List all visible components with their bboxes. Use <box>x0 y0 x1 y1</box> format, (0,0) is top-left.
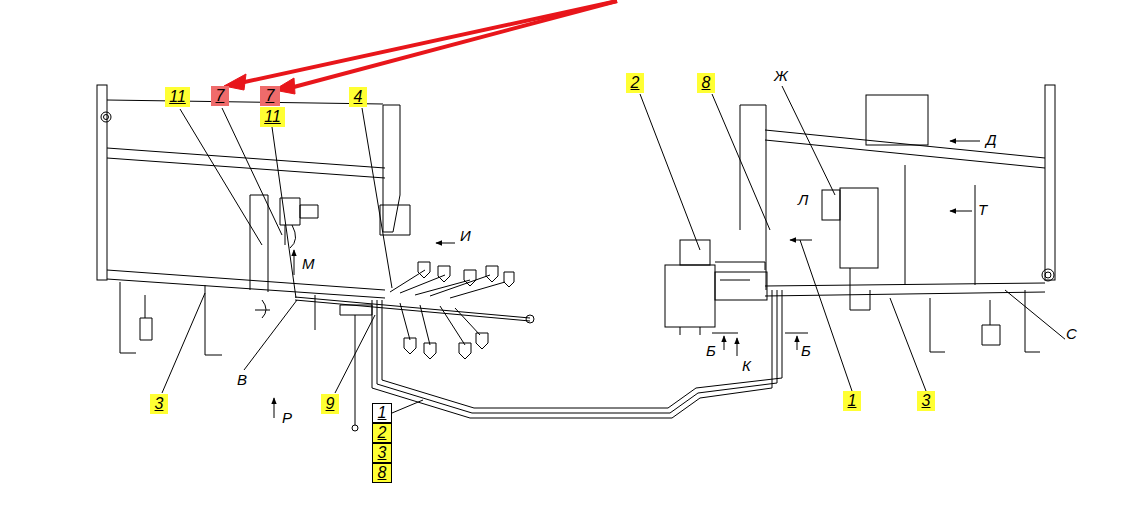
callout-number: 1 <box>848 392 857 410</box>
callout-box: 2 <box>626 73 644 93</box>
view-letter: Д <box>985 132 998 148</box>
view-letter: К <box>741 358 752 374</box>
view-letter: М <box>301 256 316 272</box>
callout-number: 1 <box>378 404 387 422</box>
view-letter: В <box>236 372 248 388</box>
callout-box: 2 <box>372 423 392 443</box>
view-letter: Л <box>797 192 809 208</box>
callout-box: 7 <box>260 86 280 106</box>
view-letter: Т <box>977 202 988 218</box>
callout-number: 4 <box>354 88 363 106</box>
callout-box: 1 <box>372 403 392 423</box>
callout-number: 11 <box>169 88 186 106</box>
view-letter: С <box>1065 326 1078 342</box>
callout-box: 8 <box>697 73 715 93</box>
callout-box: 11 <box>165 87 190 107</box>
callout-box: 4 <box>349 87 367 107</box>
callout-number: 2 <box>631 74 640 92</box>
view-letter: Ж <box>773 68 789 84</box>
callout-number: 8 <box>702 74 711 92</box>
callout-box: 9 <box>321 394 339 414</box>
callout-box: 7 <box>211 86 229 106</box>
callout-number: 8 <box>378 464 387 482</box>
view-letter: Б <box>705 343 717 359</box>
callout-box: 1 <box>843 391 861 411</box>
callout-number: 3 <box>378 444 387 462</box>
view-letter: Б <box>800 343 812 359</box>
callout-number: 3 <box>922 392 931 410</box>
callout-number: 7 <box>266 87 275 105</box>
callout-number: 9 <box>326 395 335 413</box>
callout-box: 3 <box>372 443 392 463</box>
callout-box: 11 <box>260 107 285 127</box>
callout-number: 7 <box>216 87 225 105</box>
callout-box: 8 <box>372 463 392 483</box>
callout-number: 3 <box>155 395 164 413</box>
view-letter: И <box>459 228 472 244</box>
view-letter: Р <box>281 410 293 426</box>
callout-number: 11 <box>264 108 281 126</box>
callout-box: 3 <box>150 394 168 414</box>
callout-number: 2 <box>378 424 387 442</box>
callout-box: 3 <box>917 391 935 411</box>
